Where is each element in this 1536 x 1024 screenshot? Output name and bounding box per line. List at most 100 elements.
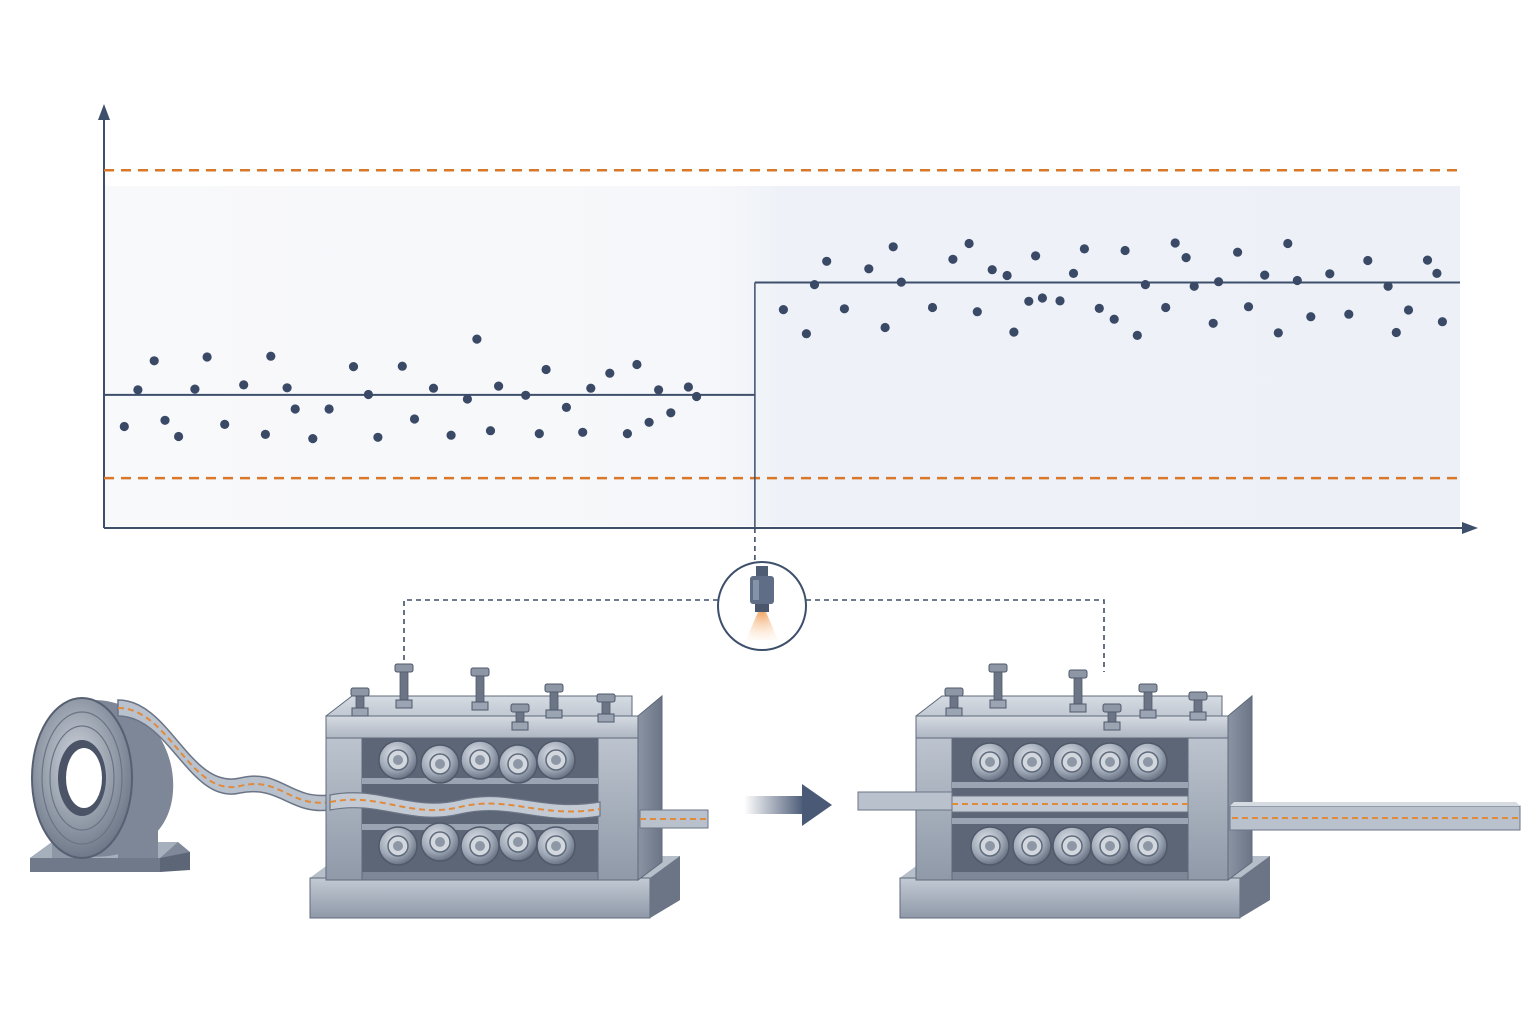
link-line-left xyxy=(403,599,718,668)
data-point-before xyxy=(428,383,439,393)
data-point-after xyxy=(1140,280,1150,290)
steel-coil xyxy=(30,697,190,872)
data-point-before xyxy=(149,356,159,366)
data-point-after xyxy=(1403,305,1414,315)
data-point-after xyxy=(1055,296,1065,306)
data-point-before xyxy=(622,429,633,439)
data-point-after xyxy=(948,254,958,264)
data-point-before xyxy=(632,359,642,370)
adjust-bolt-before xyxy=(470,667,490,711)
data-point-after xyxy=(1283,238,1293,249)
data-point-after xyxy=(987,265,997,275)
adjust-bolt-before xyxy=(510,703,530,731)
data-point-after xyxy=(1325,269,1335,279)
data-point-after xyxy=(1189,281,1199,291)
data-point-before xyxy=(160,415,170,425)
lower-roller-before xyxy=(378,826,418,866)
data-point-before xyxy=(644,417,654,427)
upper-roller-after xyxy=(1128,742,1168,782)
upper-roller-after xyxy=(970,742,1010,782)
data-point-after xyxy=(1214,277,1224,287)
y-axis-arrow-icon xyxy=(98,104,110,120)
data-point-after xyxy=(896,277,906,287)
straightener-machine-after xyxy=(857,694,1521,919)
data-point-after xyxy=(1273,328,1283,338)
data-point-after xyxy=(864,264,874,274)
data-point-after xyxy=(1109,314,1119,324)
adjust-bolt-after xyxy=(944,687,964,717)
data-point-before xyxy=(290,404,300,414)
lower-roller-before xyxy=(420,822,460,862)
data-point-before xyxy=(308,434,318,444)
lower-roller-after xyxy=(1012,826,1052,866)
lower-roller-before xyxy=(536,826,576,866)
data-point-after xyxy=(1079,244,1089,254)
data-point-after xyxy=(1037,293,1047,303)
data-point-before xyxy=(485,426,496,436)
data-point-before xyxy=(119,421,129,432)
data-point-before xyxy=(666,408,676,418)
control-chart xyxy=(98,104,1478,534)
data-point-after xyxy=(1009,327,1019,337)
data-point-before xyxy=(683,382,694,392)
data-point-after xyxy=(1024,296,1034,306)
data-point-before xyxy=(282,383,292,393)
data-point-before xyxy=(133,385,143,395)
data-point-after xyxy=(964,238,974,249)
sensor-icon xyxy=(717,561,807,651)
data-point-after xyxy=(1068,268,1079,278)
data-point-before xyxy=(348,362,359,372)
adjust-bolt-after xyxy=(988,663,1008,709)
machine-hardware xyxy=(350,663,1208,866)
data-point-after xyxy=(1432,268,1442,278)
data-point-before xyxy=(692,391,702,402)
arrow-right-icon xyxy=(744,784,832,826)
lower-roller-after xyxy=(1128,826,1168,866)
data-points xyxy=(119,238,1447,444)
data-point-before xyxy=(494,381,504,391)
x-axis-arrow-icon xyxy=(1462,522,1478,534)
upper-roller-before xyxy=(460,740,500,780)
adjust-bolt-before xyxy=(394,663,414,709)
upper-roller-after xyxy=(1090,742,1130,782)
data-point-after xyxy=(1094,303,1104,313)
data-point-before xyxy=(472,334,482,344)
lower-roller-after xyxy=(1090,826,1130,866)
data-point-after xyxy=(1422,255,1433,265)
data-point-after xyxy=(1120,245,1130,256)
data-point-after xyxy=(888,242,898,252)
adjust-bolt-before xyxy=(544,683,564,719)
data-point-before xyxy=(363,389,373,400)
data-point-before xyxy=(605,368,615,378)
data-point-after xyxy=(1208,318,1218,328)
data-point-after xyxy=(1170,238,1180,248)
upper-roller-before xyxy=(378,740,418,780)
data-point-after xyxy=(1260,270,1270,280)
lower-roller-after xyxy=(970,826,1010,866)
adjust-bolt-after xyxy=(1188,691,1208,721)
upper-roller-after xyxy=(1012,742,1052,782)
data-point-before xyxy=(446,430,456,440)
data-point-before xyxy=(174,431,184,442)
data-point-after xyxy=(809,280,820,290)
data-point-before xyxy=(409,414,420,424)
data-point-before xyxy=(266,351,276,361)
data-point-before xyxy=(521,390,531,400)
data-point-after xyxy=(1306,312,1316,322)
data-point-after xyxy=(1181,253,1191,263)
data-point-before xyxy=(586,383,596,393)
adjust-bolt-before xyxy=(350,687,370,717)
link-line-right xyxy=(806,599,1105,672)
data-point-before xyxy=(239,380,249,390)
data-point-before xyxy=(541,364,551,375)
data-point-after xyxy=(839,304,850,314)
data-point-before xyxy=(462,394,472,404)
data-point-before xyxy=(373,432,383,442)
data-point-before xyxy=(534,429,544,439)
data-point-after xyxy=(1132,330,1142,340)
data-point-after xyxy=(1363,255,1373,266)
sensor-link xyxy=(403,528,1105,672)
upper-roller-before xyxy=(498,744,538,784)
upper-roller-after xyxy=(1052,742,1092,782)
data-point-after xyxy=(1161,302,1171,313)
